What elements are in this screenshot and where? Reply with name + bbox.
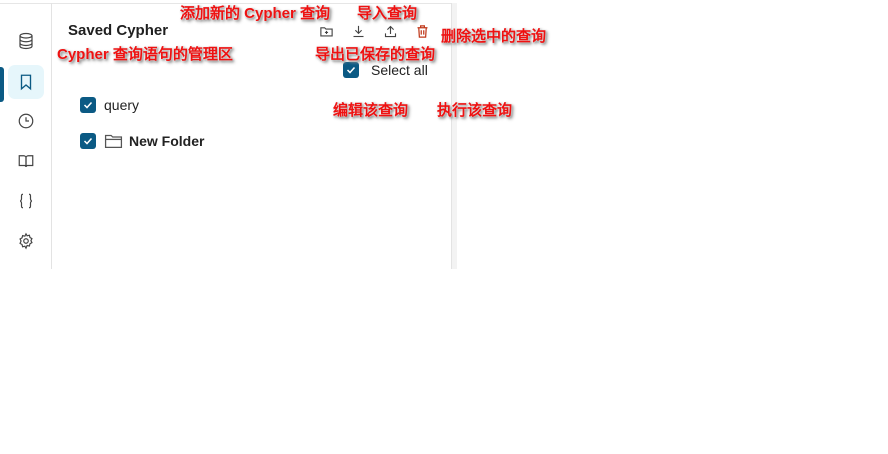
window-frame	[0, 3, 452, 270]
sidebar-item-database[interactable]	[8, 24, 44, 58]
check-icon	[83, 137, 93, 145]
panel-title: Saved Cypher	[68, 22, 169, 39]
delete-button[interactable]	[414, 23, 430, 39]
select-all-label: Select all	[371, 62, 428, 78]
bookmark-icon	[20, 74, 32, 91]
query-checkbox[interactable]	[80, 97, 96, 113]
braces-icon	[19, 193, 33, 209]
annotation-export: 导出已保存的查询	[315, 46, 436, 63]
list-item-query[interactable]: query	[80, 97, 139, 113]
download-icon	[353, 25, 363, 37]
import-button[interactable]	[350, 23, 366, 39]
annotation-edit: 编辑该查询	[333, 102, 409, 119]
add-query-button[interactable]	[318, 23, 334, 39]
book-icon	[18, 155, 34, 168]
gear-icon	[19, 232, 33, 250]
trash-icon	[417, 24, 427, 38]
folder-label: New Folder	[129, 133, 205, 149]
export-button[interactable]	[382, 23, 398, 39]
select-all-checkbox[interactable]: Select all	[343, 62, 428, 78]
add-folder-icon	[319, 26, 333, 36]
list-item-folder[interactable]: New Folder	[80, 133, 204, 149]
annotation-run: 执行该查询	[437, 102, 513, 119]
sidebar-item-docs[interactable]	[8, 144, 44, 178]
sidebar-item-saved-cypher[interactable]	[8, 65, 44, 99]
annotation-import: 导入查询	[357, 5, 418, 22]
folder-checkbox[interactable]	[80, 133, 96, 149]
check-icon	[346, 66, 356, 74]
sidebar-item-settings[interactable]	[8, 224, 44, 258]
checkbox[interactable]	[343, 62, 359, 78]
active-indicator	[0, 67, 4, 102]
annotation-add: 添加新的 Cypher 查询	[180, 5, 331, 22]
sidebar-item-history[interactable]	[8, 104, 44, 138]
database-icon	[19, 32, 33, 50]
annotation-panel: Cypher 查询语句的管理区	[57, 46, 233, 63]
panel-resize-edge[interactable]	[451, 3, 457, 269]
icon-sidebar	[0, 3, 52, 269]
upload-icon	[384, 25, 396, 37]
query-label: query	[104, 97, 140, 113]
folder-icon	[104, 133, 123, 149]
clock-icon	[18, 113, 34, 129]
sidebar-item-parameters[interactable]	[8, 184, 44, 218]
check-icon	[83, 101, 93, 109]
panel-toolbar	[318, 23, 430, 39]
annotation-delete: 删除选中的查询	[441, 28, 547, 45]
